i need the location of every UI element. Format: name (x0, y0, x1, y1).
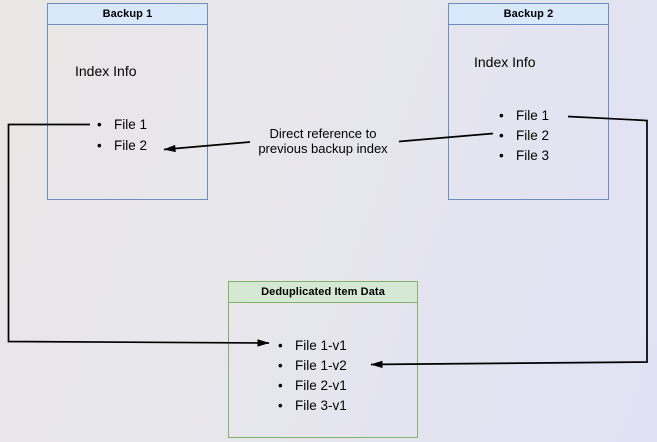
list-item-label: File 1 (114, 117, 148, 132)
node-backup-2-title: Index Info (474, 54, 536, 70)
node-backup-2: Backup 2 Index Info • File 1 • File 2 • Fil… (448, 3, 609, 200)
list-item: • File 1-v2 (278, 356, 347, 376)
list-item-label: File 1 (516, 108, 550, 123)
bullet-icon: • (499, 108, 504, 123)
list-item-label: File 2 (516, 128, 550, 143)
list-item: • File 2 (499, 126, 549, 146)
list-item: • File 2 (97, 135, 147, 156)
bullet-icon: • (499, 128, 504, 143)
list-item-label: File 3 (516, 148, 550, 163)
node-backup-1-header-label: Backup 1 (102, 8, 153, 20)
list-item: • File 1 (97, 114, 147, 135)
node-backup-1-title: Index Info (75, 63, 137, 79)
node-backup-2-header: Backup 2 (449, 4, 608, 25)
node-deduplicated-item-data: Deduplicated Item Data • File 1-v1 • File … (228, 281, 418, 438)
list-item-label: File 1-v2 (295, 358, 347, 373)
list-item: • File 2-v1 (278, 376, 347, 396)
bullet-icon: • (278, 398, 283, 413)
bullet-icon: • (97, 117, 102, 132)
bullet-icon: • (278, 378, 283, 393)
bullet-icon: • (278, 358, 283, 373)
edge-label: Direct reference to previous backup inde… (258, 126, 388, 156)
bullet-icon: • (278, 338, 283, 353)
list-item-label: File 2 (114, 138, 148, 153)
bullet-icon: • (499, 148, 504, 163)
list-item: • File 1 (499, 106, 549, 126)
bullet-icon: • (97, 138, 102, 153)
node-backup-1-header: Backup 1 (48, 4, 207, 25)
node-backup-2-file-list: • File 1 • File 2 • File 3 (499, 106, 549, 166)
list-item: • File 1-v1 (278, 336, 347, 356)
node-dedup-header-label: Deduplicated Item Data (261, 286, 385, 298)
list-item-label: File 2-v1 (295, 378, 347, 393)
list-item-label: File 1-v1 (295, 338, 347, 353)
node-backup-1-file-list: • File 1 • File 2 (97, 114, 147, 156)
node-dedup-header: Deduplicated Item Data (229, 282, 417, 303)
node-backup-2-header-label: Backup 2 (503, 8, 554, 20)
list-item-label: File 3-v1 (295, 398, 347, 413)
list-item: • File 3-v1 (278, 396, 347, 416)
list-item: • File 3 (499, 146, 549, 166)
node-backup-1: Backup 1 Index Info • File 1 • File 2 (47, 3, 208, 200)
node-dedup-file-list: • File 1-v1 • File 1-v2 • File 2-v1 • File 3… (278, 336, 347, 416)
